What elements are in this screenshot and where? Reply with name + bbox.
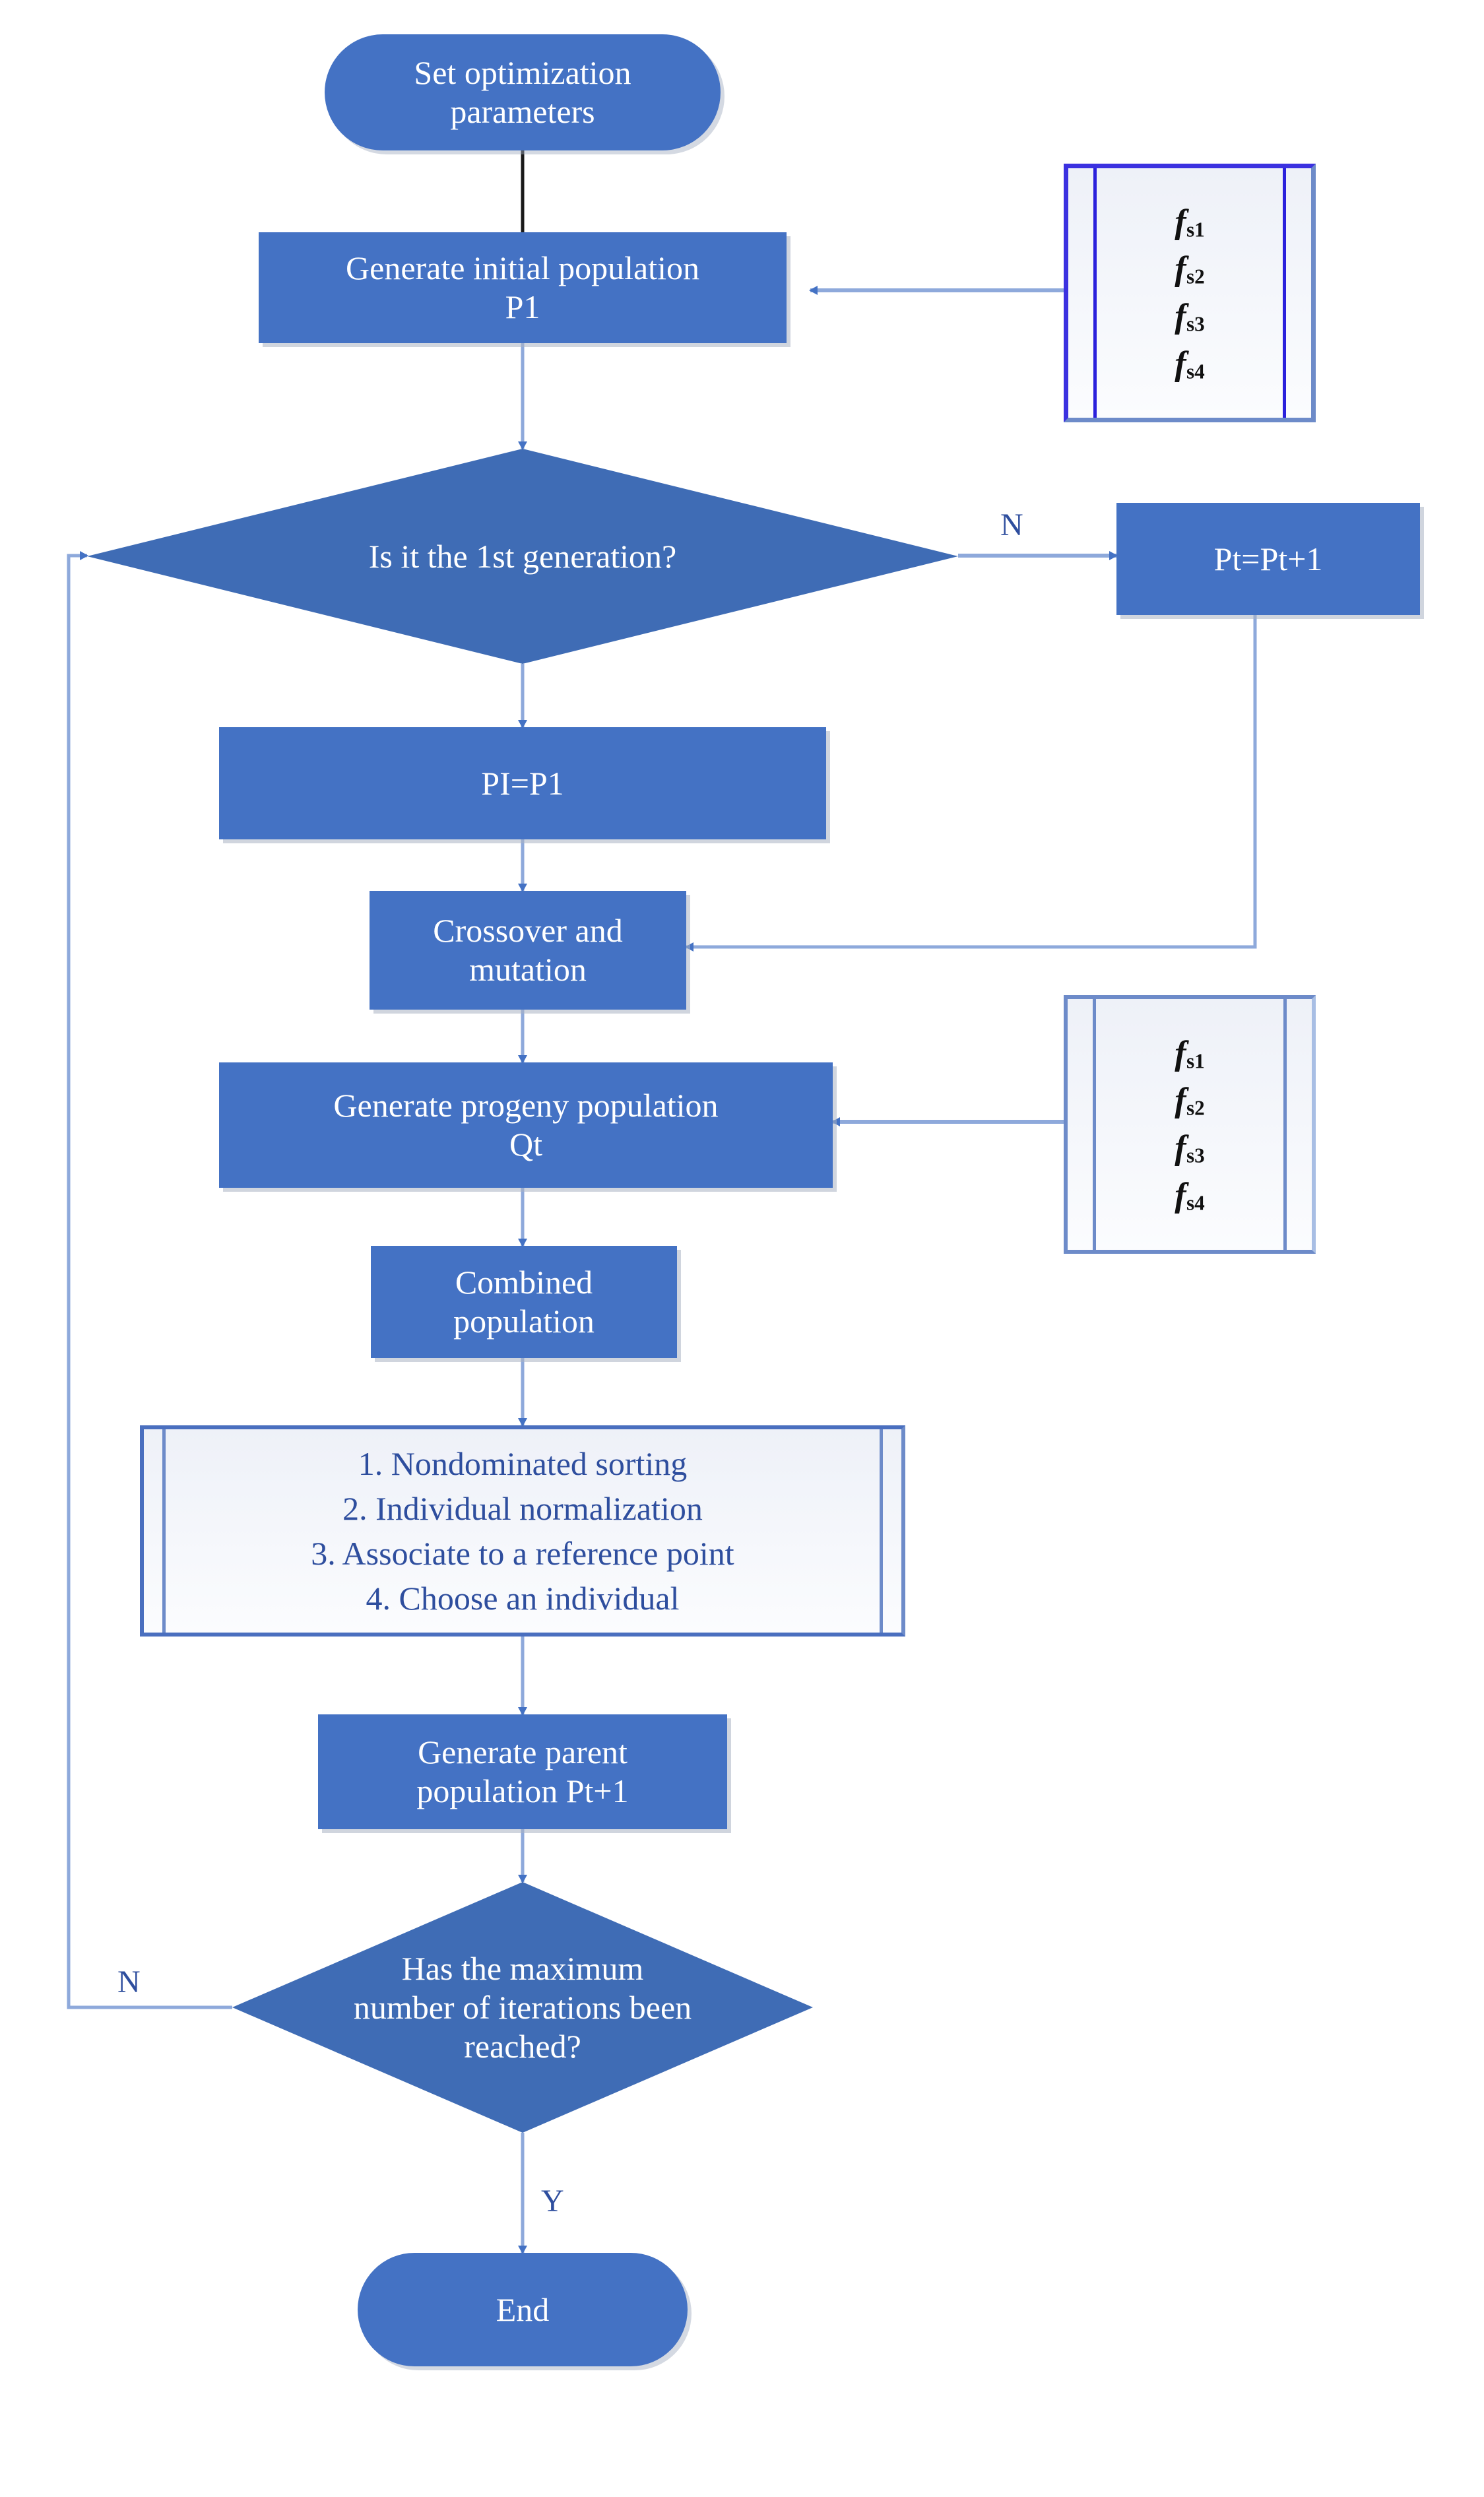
node-geninit-line2: P1 [505,288,540,325]
objective-box-mid[interactable]: fs1 fs2 fs3 fs4 [1064,995,1316,1254]
node-combined-line1: Combined [455,1264,593,1301]
node-generate-initial-population[interactable]: Generate initial population P1 [259,232,787,343]
node-crossover-line2: mutation [469,951,587,988]
node-decision-first-generation[interactable]: Is it the 1st generation? [87,449,958,664]
predef-right-bar-icon [1283,999,1287,1250]
node-decision1-label: Is it the 1st generation? [368,537,677,575]
node-geninit-line1: Generate initial population [346,249,699,286]
steps-item: 1. Nondominated sorting [358,1445,688,1482]
edge-label-max-iter-no: N [117,1964,141,1999]
predef-left-bar-icon [162,1429,166,1633]
wire-decision2-no-loop [67,551,232,2009]
node-pt-increment[interactable]: Pt=Pt+1 [1116,503,1420,615]
node-crossover-line1: Crossover and [433,912,623,949]
steps-box[interactable]: 1. Nondominated sorting 2. Individual no… [140,1425,905,1637]
predef-left-bar-icon [1093,168,1097,418]
node-decision-max-iterations[interactable]: Has the maximum number of iterations bee… [232,1882,813,2133]
objective-item: fs3 [1175,298,1205,336]
objective-item: fs4 [1175,1176,1205,1215]
node-progeny-line1: Generate progeny population [333,1087,719,1124]
steps-item: 4. Choose an individual [366,1580,680,1617]
node-pi-assign[interactable]: PI=P1 [219,727,826,839]
objective-item: fs1 [1175,1034,1205,1073]
node-crossover-mutation[interactable]: Crossover and mutation [370,891,686,1010]
node-generate-parent-population[interactable]: Generate parent population Pt+1 [318,1714,727,1829]
node-progeny-line2: Qt [509,1126,542,1163]
objective-item: fs2 [1175,250,1205,288]
node-start-line2: parameters [450,93,595,130]
node-piassign-label: PI=P1 [481,764,564,802]
objective-item: fs3 [1175,1129,1205,1167]
node-combined-population[interactable]: Combined population [371,1246,677,1358]
predef-right-bar-icon [1283,168,1286,418]
predef-right-bar-icon [880,1429,883,1633]
node-generate-progeny-population[interactable]: Generate progeny population Qt [219,1062,833,1188]
objective-item: fs2 [1175,1082,1205,1120]
edge-label-max-iter-yes: Y [541,2184,564,2219]
objective-item: fs1 [1175,203,1205,242]
edge-label-first-gen-no: N [1000,507,1023,542]
node-start[interactable]: Set optimization parameters [325,34,721,150]
steps-item: 2. Individual normalization [342,1490,703,1527]
node-decision2-line1: Has the maximum [401,1949,644,1987]
objective-box-top[interactable]: fs1 fs2 fs3 fs4 [1064,164,1316,422]
objective-item: fs4 [1175,344,1205,383]
node-genparent-line1: Generate parent [418,1734,628,1770]
node-combined-line2: population [453,1303,595,1340]
predef-left-bar-icon [1093,999,1096,1250]
node-end-label: End [496,2290,550,2328]
steps-item: 3. Associate to a reference point [311,1535,734,1572]
node-start-line1: Set optimization [414,54,631,91]
node-genparent-line2: population Pt+1 [416,1772,629,1809]
node-decision2-line3: reached? [464,2027,581,2065]
node-end[interactable]: End [358,2253,688,2366]
node-ptinc-label: Pt=Pt+1 [1213,540,1323,577]
node-decision2-line2: number of iterations been [353,1988,692,2026]
